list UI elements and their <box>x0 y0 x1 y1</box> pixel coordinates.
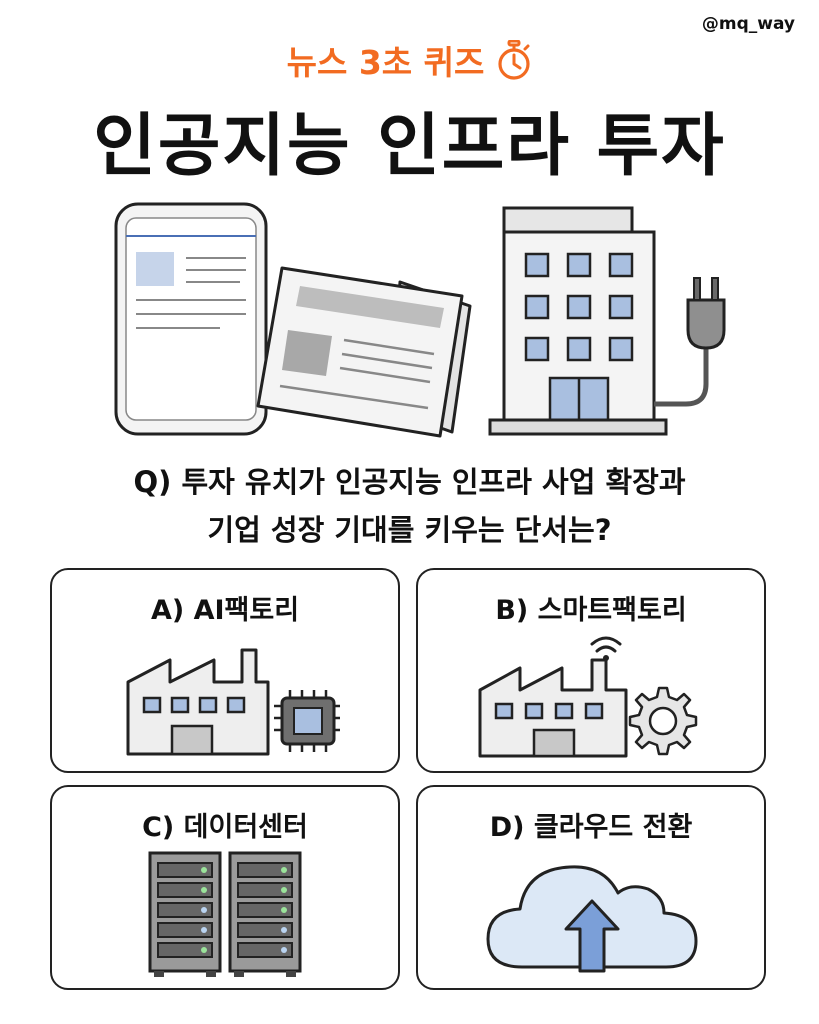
option-b-card[interactable]: B) 스마트팩토리 <box>416 568 766 773</box>
option-c-label: C) 데이터센터 <box>142 812 308 843</box>
hero-illustration <box>114 202 726 438</box>
cloud-upload-icon <box>486 865 698 973</box>
option-a-label: A) AI팩토리 <box>150 595 300 626</box>
quiz-subtitle: 뉴스 3초 퀴즈 <box>286 43 485 82</box>
option-d-card[interactable]: D) 클라우드 전환 <box>416 785 766 990</box>
smartphone-icon <box>114 202 268 436</box>
server-right <box>228 851 302 977</box>
newspaper-icon <box>256 266 472 438</box>
question: Q) 투자 유치가 인공지능 인프라 사업 확장과 기업 성장 기대를 키우는 … <box>0 458 819 554</box>
handle: @mq_way <box>701 14 795 34</box>
factory-gear-wifi-icon <box>478 636 698 758</box>
subtitle-row: 뉴스 3초 퀴즈 <box>0 36 819 84</box>
option-c-card[interactable]: C) 데이터센터 <box>50 785 400 990</box>
factory-chip-icon <box>126 648 340 756</box>
office-building-icon <box>488 206 726 436</box>
page-title: 인공지능 인프라 투자 <box>93 107 726 186</box>
server-left <box>148 851 222 977</box>
option-a-card[interactable]: A) AI팩토리 <box>50 568 400 773</box>
question-line-2: 기업 성장 기대를 키우는 단서는? <box>207 513 612 547</box>
option-d-label: D) 클라우드 전환 <box>489 812 693 843</box>
stopwatch-icon <box>498 40 530 80</box>
question-line-1: Q) 투자 유치가 인공지능 인프라 사업 확장과 <box>133 465 686 499</box>
gear-icon <box>628 686 698 756</box>
server-rack-icon <box>148 851 302 977</box>
option-b-label: B) 스마트팩토리 <box>495 595 687 626</box>
